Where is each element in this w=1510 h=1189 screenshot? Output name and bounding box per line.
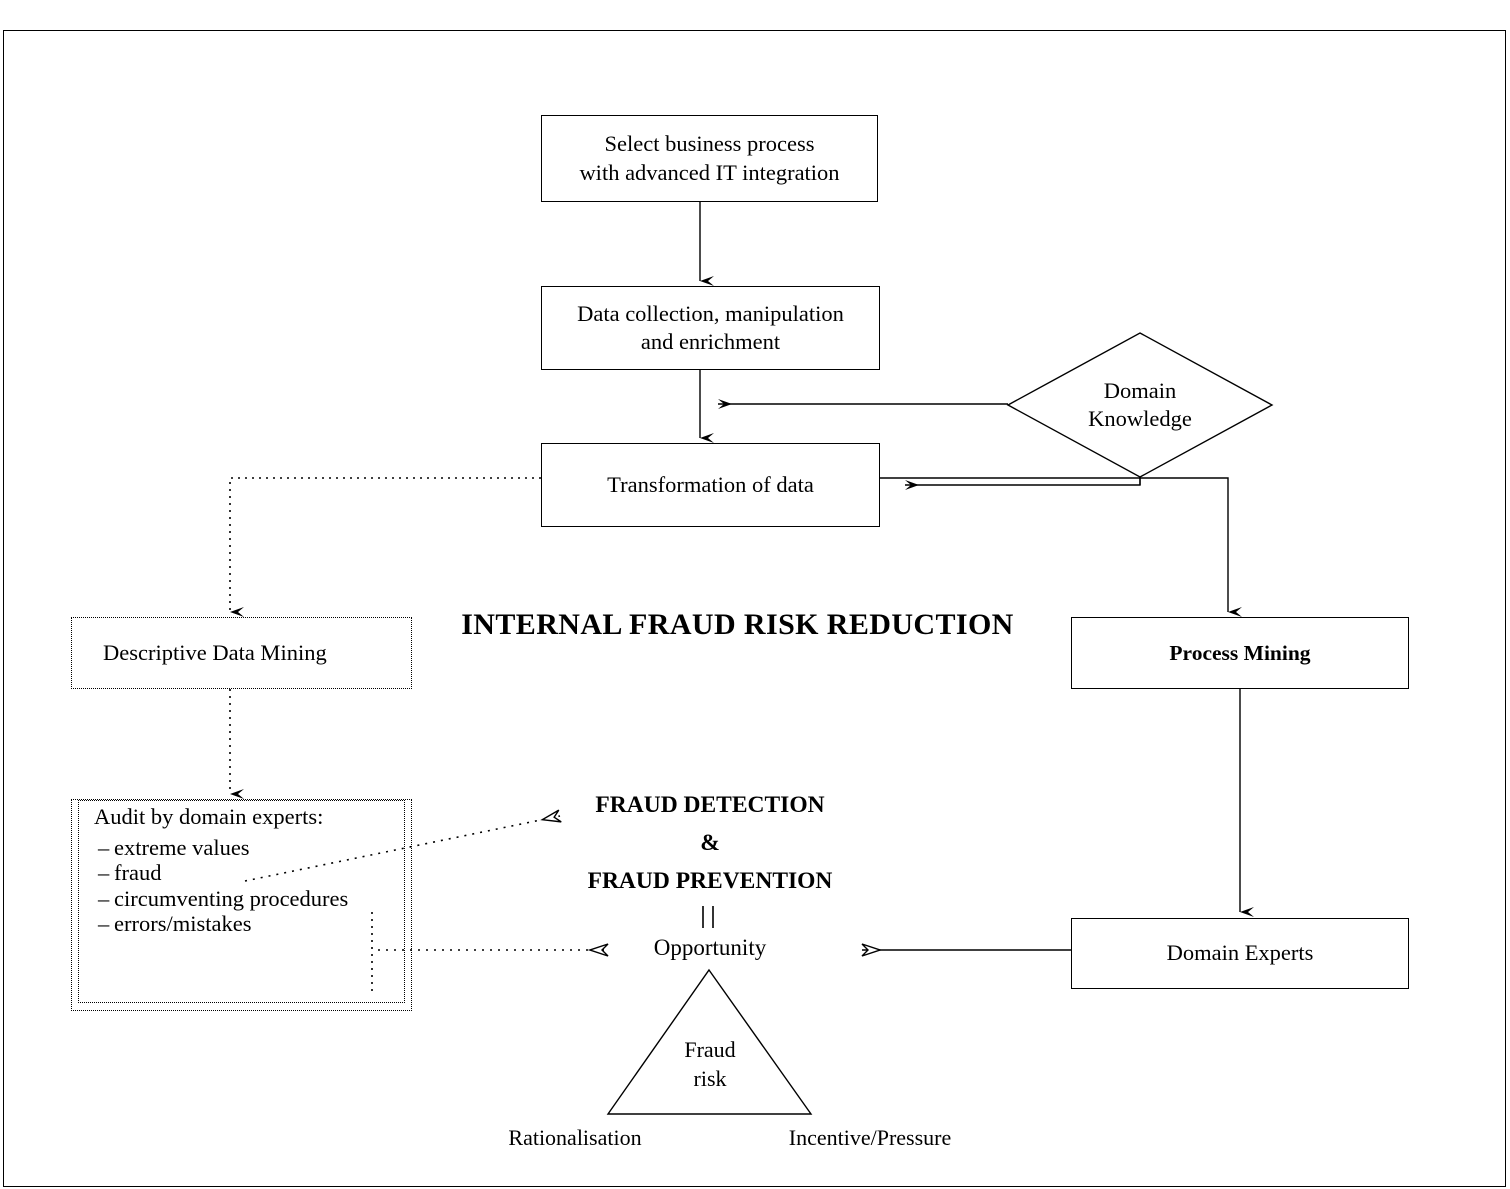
list-item: –errors/mistakes xyxy=(98,911,392,936)
audit-item-label: circumventing procedures xyxy=(114,885,349,911)
list-item: –extreme values xyxy=(98,834,392,860)
fraud-detection-label: FRAUD DETECTION xyxy=(595,792,825,818)
opportunity-label: Opportunity xyxy=(653,935,767,960)
data-collection-line-1: Data collection, manipulation xyxy=(577,300,844,326)
audit-item-label: fraud xyxy=(114,860,162,885)
connector-transformation-to-process-mining xyxy=(880,477,1242,617)
node-audit-outer-frame[interactable] xyxy=(71,799,412,1011)
process-mining-label: Process Mining xyxy=(1169,640,1311,665)
node-process-mining[interactable]: Process Mining xyxy=(1071,617,1409,689)
audit-item-list: –extreme values –fraud –circumventing pr… xyxy=(92,834,392,936)
fraud-risk-triangle xyxy=(606,968,813,1115)
node-data-collection[interactable]: Data collection, manipulation and enrich… xyxy=(541,286,880,370)
node-transformation-of-data[interactable]: Transformation of data xyxy=(541,443,880,527)
domain-knowledge-diamond-shape xyxy=(1006,332,1274,478)
domain-knowledge-line-1: Domain xyxy=(1103,377,1177,403)
bullet-dash-icon: – xyxy=(98,911,110,936)
audit-content: Audit by domain experts: –extreme values… xyxy=(92,804,392,939)
equals-symbol-shape xyxy=(702,906,714,928)
page-border xyxy=(3,30,1506,1187)
node-domain-experts[interactable]: Domain Experts xyxy=(1071,918,1409,989)
fraud-risk-line-1: Fraud xyxy=(684,1037,736,1062)
bullet-dash-icon: – xyxy=(98,834,110,860)
connector-transformation-to-descriptive-mining xyxy=(229,477,541,617)
bullet-dash-icon: – xyxy=(98,885,110,911)
node-select-business-process[interactable]: Select business process with advanced IT… xyxy=(541,115,878,202)
connector-audit-to-fraud-detection xyxy=(244,816,560,882)
select-process-line-2: with advanced IT integration xyxy=(579,159,840,185)
node-descriptive-data-mining[interactable]: Descriptive Data Mining xyxy=(71,617,412,689)
list-item: –circumventing procedures xyxy=(98,885,392,911)
page-title: INTERNAL FRAUD RISK REDUCTION xyxy=(461,608,1014,641)
domain-experts-label: Domain Experts xyxy=(1166,940,1314,966)
list-item: –fraud xyxy=(98,860,392,885)
incentive-pressure-label: Incentive/Pressure xyxy=(788,1125,952,1150)
domain-knowledge-line-2: Knowledge xyxy=(1088,406,1192,431)
ampersand-label: & xyxy=(700,830,720,856)
data-collection-line-2: and enrichment xyxy=(640,329,781,354)
descriptive-data-mining-label: Descriptive Data Mining xyxy=(103,639,327,665)
node-domain-knowledge[interactable]: Domain Knowledge xyxy=(1008,333,1272,477)
audit-item-label: extreme values xyxy=(114,834,250,860)
node-audit-inner-frame xyxy=(78,800,405,1003)
fraud-risk-line-2: risk xyxy=(693,1065,727,1091)
domain-knowledge-label-wrap: Domain Knowledge xyxy=(1008,333,1272,477)
bullet-dash-icon: – xyxy=(98,860,110,885)
transformation-label: Transformation of data xyxy=(607,471,814,497)
fraud-prevention-label: FRAUD PREVENTION xyxy=(587,868,833,894)
fraud-risk-label: Fraud risk xyxy=(600,1036,820,1093)
audit-heading: Audit by domain experts: xyxy=(94,804,324,829)
select-process-line-1: Select business process xyxy=(604,131,815,157)
rationalisation-label: Rationalisation xyxy=(508,1125,642,1150)
audit-item-label: errors/mistakes xyxy=(114,911,252,936)
